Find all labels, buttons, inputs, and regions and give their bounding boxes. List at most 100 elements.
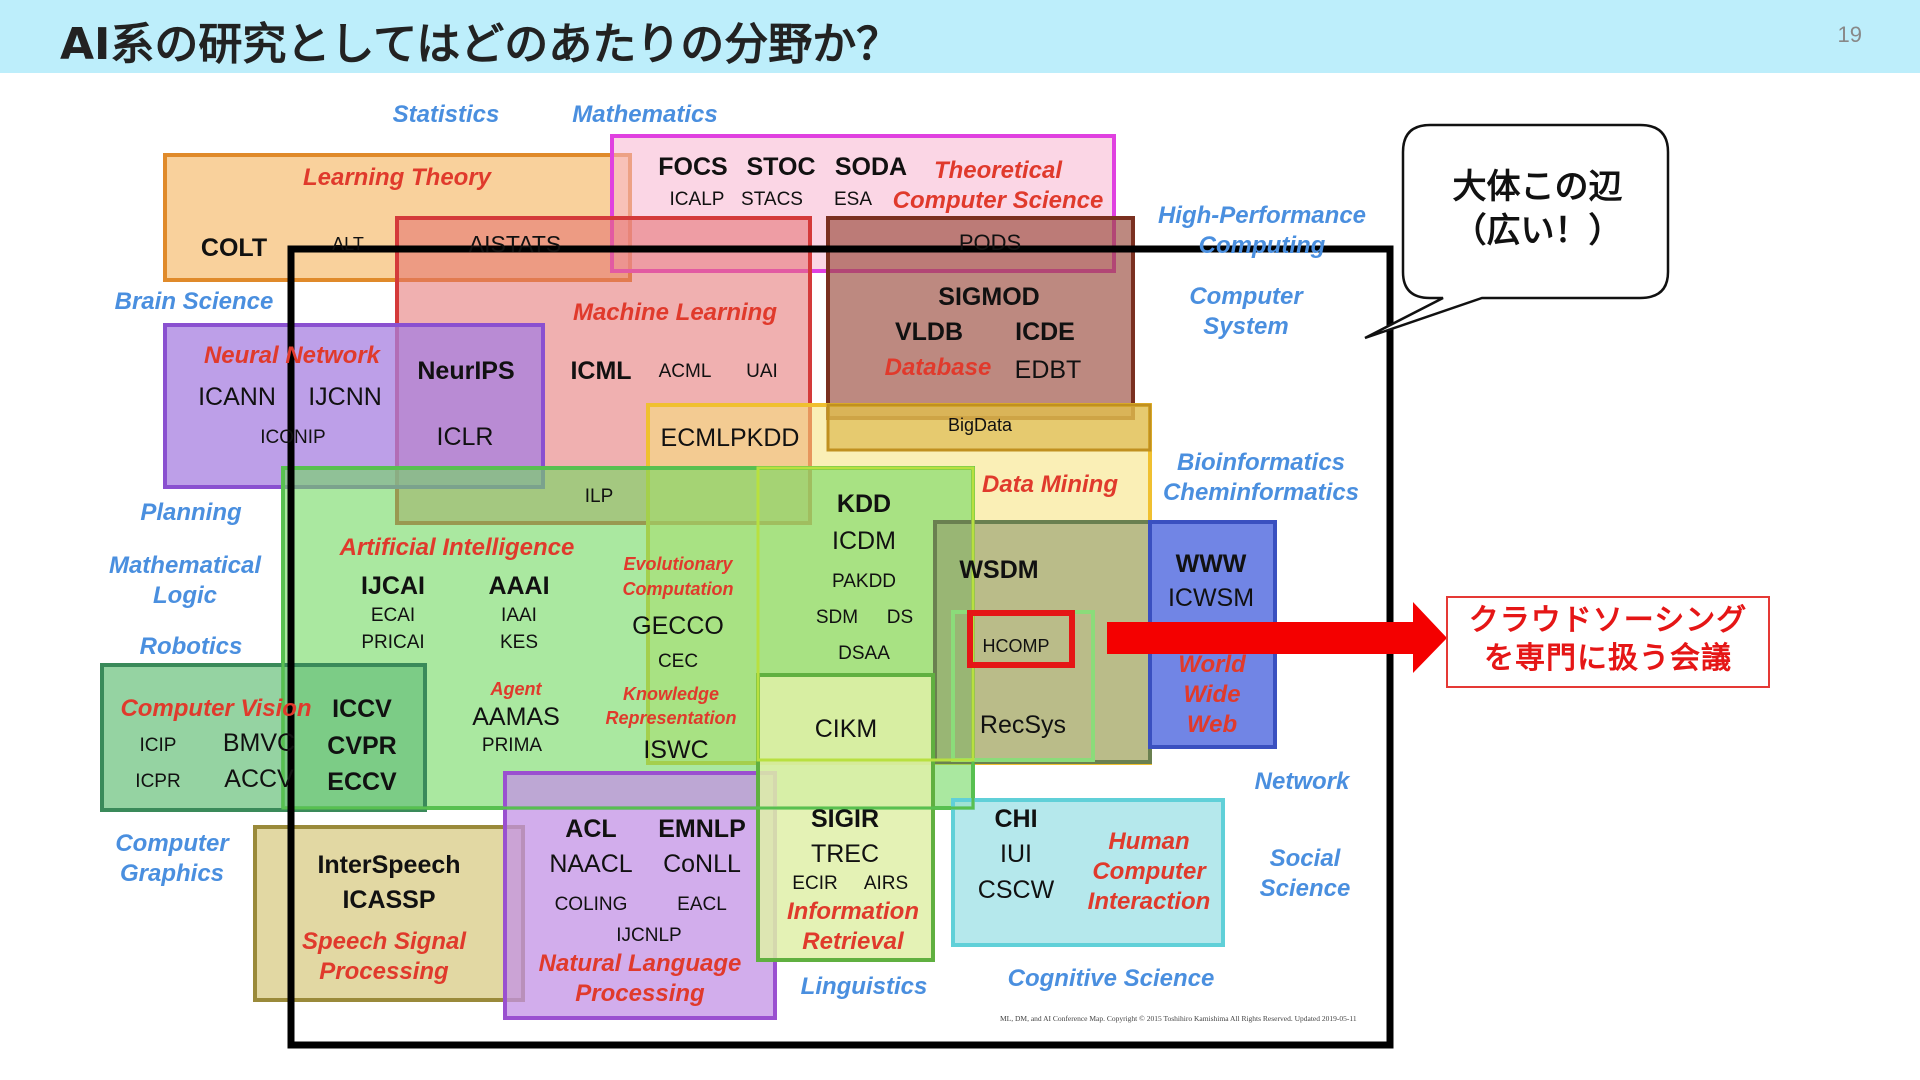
- callout-line-2: （広い！）: [1452, 211, 1623, 251]
- conference-label: ACCV: [224, 765, 294, 793]
- conference-label: PAKDD: [832, 571, 896, 592]
- box-hci: [951, 798, 1225, 947]
- callout-bubble: [1364, 123, 1670, 340]
- area-www: World: [1178, 651, 1247, 678]
- slide-title: AI系の研究としてはどのあたりの分野か？: [60, 19, 901, 70]
- field-computer-graphics-2: Graphics: [120, 860, 224, 887]
- conference-label: ICML: [570, 357, 631, 385]
- area-agent: Agent: [490, 679, 543, 699]
- area-evolutionary-2: Computation: [623, 579, 734, 599]
- conference-label: ACL: [565, 815, 616, 843]
- area-nlp-2: Processing: [575, 980, 705, 1007]
- conference-label: VLDB: [895, 318, 963, 346]
- conference-label: ICPR: [135, 771, 180, 792]
- conference-label: BigData: [948, 415, 1013, 435]
- conference-label: IJCAI: [361, 572, 425, 600]
- conference-label: IJCNLP: [616, 925, 681, 946]
- area-nlp: Natural Language: [539, 950, 742, 977]
- area-database: Database: [885, 354, 992, 381]
- box-bigdata: [826, 403, 1152, 452]
- conference-label: DSAA: [838, 643, 890, 664]
- conference-label: PRIMA: [482, 735, 543, 756]
- field-social-science: Social: [1270, 845, 1342, 872]
- box-computer-vision: [100, 663, 427, 812]
- conference-label: ISWC: [643, 736, 708, 764]
- field-robotics: Robotics: [140, 633, 243, 660]
- conference-label: AISTATS: [469, 231, 561, 257]
- field-brain-science: Brain Science: [115, 288, 274, 315]
- conference-label: SDM: [816, 607, 858, 628]
- conference-label: STOC: [747, 153, 816, 181]
- conference-label: WSDM: [959, 556, 1038, 584]
- conference-label: ECAI: [371, 605, 415, 626]
- field-hpc: High-Performance: [1158, 202, 1366, 229]
- conference-label: SIGMOD: [938, 283, 1039, 311]
- conference-label: EDBT: [1015, 356, 1082, 384]
- conference-label: COLING: [555, 894, 628, 915]
- conference-label: ICASSP: [342, 886, 435, 914]
- conference-label: COLT: [201, 234, 267, 262]
- conference-label: WWW: [1176, 550, 1247, 578]
- area-hci-2: Computer: [1092, 858, 1207, 885]
- page-number: 19: [1837, 22, 1862, 47]
- conference-label: InterSpeech: [317, 851, 460, 879]
- conference-label: SODA: [835, 153, 907, 181]
- conference-label: ICCV: [332, 695, 392, 723]
- conference-label: IAAI: [501, 605, 537, 626]
- conference-label: BMVC: [223, 729, 295, 757]
- conference-label: PODS: [959, 230, 1021, 255]
- conference-label: CEC: [658, 651, 698, 672]
- field-planning: Planning: [140, 499, 242, 526]
- conference-label: CIKM: [815, 715, 878, 743]
- conference-label: PRICAI: [361, 632, 424, 653]
- field-computer-system-2: System: [1203, 313, 1288, 340]
- field-hpc-2: Computing: [1199, 232, 1326, 259]
- conference-label: UAI: [746, 361, 778, 382]
- conference-label: EACL: [677, 894, 727, 915]
- area-speech-2: Processing: [319, 958, 449, 985]
- field-mathematics: Mathematics: [572, 101, 717, 128]
- hcomp-note-box: [1446, 596, 1770, 688]
- conference-label: ESA: [834, 189, 872, 210]
- conference-label: ICWSM: [1168, 584, 1254, 612]
- conference-label: AAMAS: [472, 703, 560, 731]
- conference-label: ICIP: [140, 735, 177, 756]
- conference-label: CVPR: [327, 732, 396, 760]
- field-bioinformatics: Bioinformatics: [1177, 449, 1345, 476]
- box-speech: [253, 825, 525, 1002]
- conference-label: ALT: [332, 234, 364, 254]
- field-social-science-2: Science: [1260, 875, 1351, 902]
- conference-label: CHI: [994, 805, 1037, 833]
- area-ir-2: Retrieval: [802, 928, 905, 955]
- conference-label: ECMLPKDD: [661, 424, 800, 452]
- conference-label: FOCS: [658, 153, 727, 181]
- conference-label: CSCW: [978, 876, 1055, 904]
- box-nlp: [503, 771, 777, 1020]
- field-cognitive-science: Cognitive Science: [1008, 965, 1215, 992]
- field-network: Network: [1255, 768, 1351, 795]
- conference-label: IJCNN: [308, 383, 382, 411]
- conference-label: EMNLP: [658, 815, 746, 843]
- field-statistics: Statistics: [393, 101, 500, 128]
- hcomp-note: クラウドソーシング を専門に扱う会議: [1446, 602, 1770, 678]
- conference-label: ICDM: [832, 527, 896, 555]
- conference-label: ICALP: [670, 189, 725, 210]
- area-learning-theory: Learning Theory: [303, 164, 493, 191]
- area-evolutionary: Evolutionary: [623, 554, 733, 574]
- conference-label: ICONIP: [260, 427, 325, 448]
- field-computer-system: Computer: [1189, 283, 1304, 310]
- callout-line-1: 大体この辺: [1452, 167, 1623, 207]
- conference-label: NAACL: [549, 850, 632, 878]
- area-machine-learning: Machine Learning: [573, 299, 777, 326]
- conference-label: HCOMP: [983, 636, 1050, 656]
- map-credit: ML, DM, and AI Conference Map. Copyright…: [1000, 1014, 1357, 1023]
- area-knowledge: Knowledge: [623, 684, 719, 704]
- conference-label: STACS: [741, 189, 803, 210]
- conference-label: AIRS: [864, 873, 908, 894]
- hcomp-note-line-2: を専門に扱う会議: [1484, 641, 1732, 676]
- area-neural-network: Neural Network: [204, 342, 382, 369]
- area-knowledge-2: Representation: [605, 708, 736, 728]
- area-boxes: [100, 134, 1277, 1020]
- hcomp-note-line-1: クラウドソーシング: [1468, 603, 1748, 638]
